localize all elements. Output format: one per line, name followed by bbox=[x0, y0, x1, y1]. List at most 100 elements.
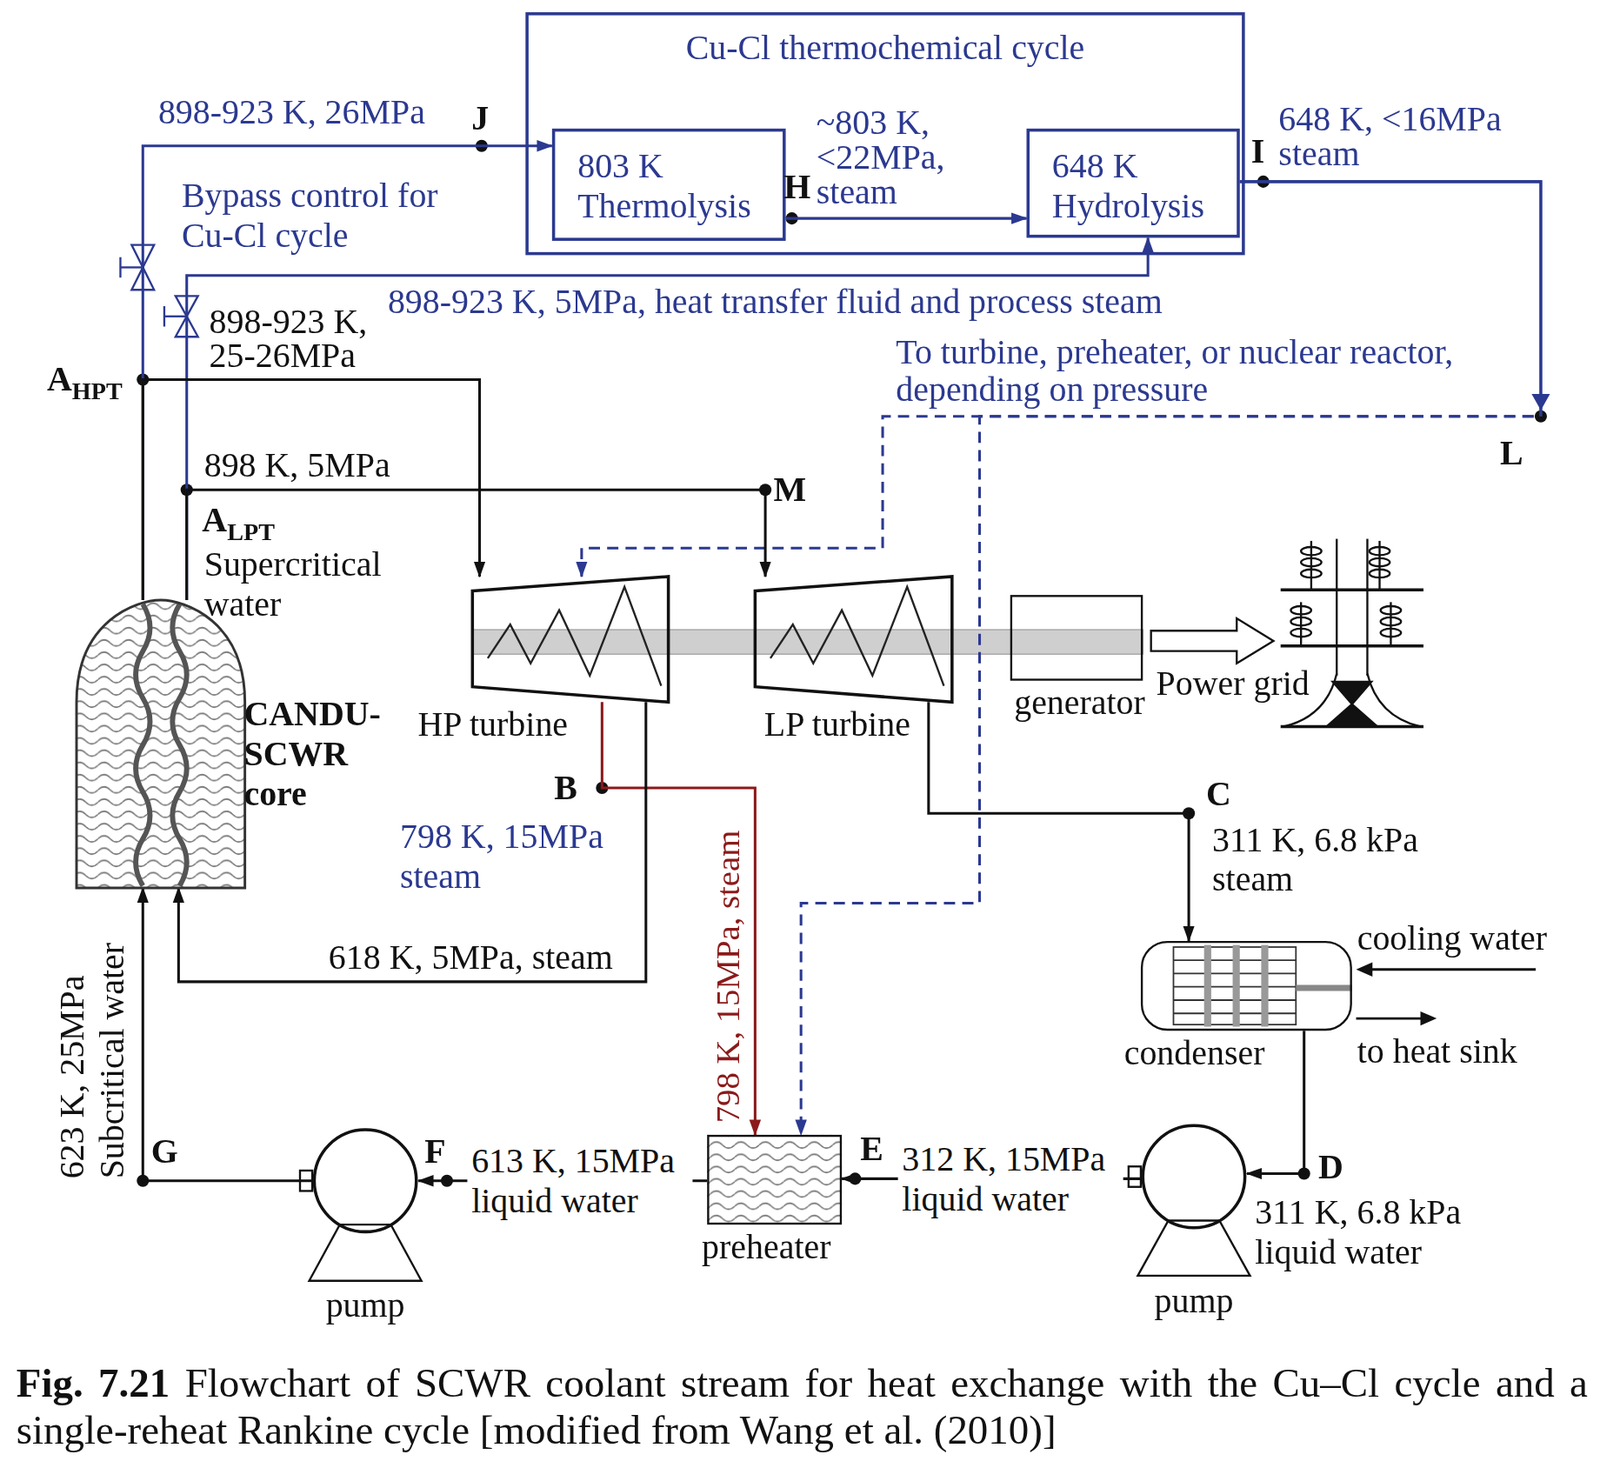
stream-condition: 311 K, 6.8 kPa steam bbox=[1212, 819, 1440, 900]
tower-brace bbox=[1333, 681, 1373, 705]
process-box: 648 K Hydrolysis bbox=[1026, 128, 1240, 239]
point-letter: J bbox=[471, 98, 489, 139]
trap-shape bbox=[472, 576, 668, 702]
insulator-disc bbox=[1380, 628, 1401, 637]
insulator-disc bbox=[1300, 546, 1321, 555]
node-label: pump bbox=[326, 1284, 406, 1325]
trap-shape bbox=[754, 576, 952, 702]
node-label: Cu-Cl thermochemical cycle bbox=[686, 27, 1086, 68]
insulator-rod bbox=[1389, 601, 1392, 646]
insulator-disc bbox=[1380, 617, 1401, 626]
turbine-outline bbox=[472, 576, 668, 702]
insulator-disc bbox=[1290, 628, 1311, 637]
point-letter: M bbox=[773, 469, 807, 510]
insulator-rod bbox=[1300, 601, 1302, 646]
node-label: generator bbox=[1013, 682, 1146, 723]
point-letter: C bbox=[1206, 773, 1232, 814]
turbine-blades bbox=[487, 586, 661, 687]
stream-condition: 898 K, 5MPa bbox=[204, 445, 391, 486]
stream-condition: 613 K, 15MPa liquid water bbox=[466, 1140, 692, 1221]
valve-handle bbox=[120, 266, 143, 268]
heat-sink-arrowhead bbox=[1420, 1011, 1437, 1026]
stream-condition: 898-923 K, 5MPa, heat transfer fluid and… bbox=[387, 281, 1163, 322]
core-hatch bbox=[76, 600, 246, 888]
valve-handle bbox=[164, 315, 187, 318]
state-points bbox=[136, 140, 1547, 1187]
pump: pump bbox=[1140, 1123, 1247, 1230]
valve-symbol bbox=[120, 245, 154, 291]
pump: pump bbox=[312, 1127, 419, 1234]
fuel-channel bbox=[135, 604, 150, 887]
valve-handle bbox=[119, 257, 121, 278]
insulator-disc bbox=[1369, 546, 1390, 555]
point-letter: I bbox=[1251, 130, 1266, 171]
subscript: LPT bbox=[226, 518, 275, 546]
flow-connector bbox=[142, 887, 313, 1181]
flow-connector bbox=[581, 181, 1541, 577]
point-letter: ALPT bbox=[201, 500, 275, 547]
circle-shape bbox=[312, 1127, 419, 1234]
node-label: pump bbox=[1154, 1280, 1234, 1321]
stream-note: to heat sink bbox=[1357, 1030, 1518, 1071]
figure-number: Fig. 7.21 bbox=[16, 1360, 170, 1407]
figure-caption: Fig. 7.21 Flowchart of SCWR coolant stre… bbox=[16, 1360, 1588, 1454]
insulator-disc bbox=[1290, 617, 1311, 626]
grid-label: Power grid bbox=[1156, 663, 1310, 704]
power-arrow bbox=[1151, 618, 1274, 664]
pump-nozzle bbox=[1128, 1166, 1141, 1187]
stream-condition: 898-923 K, 26MPa bbox=[158, 92, 426, 133]
letter: A bbox=[46, 360, 73, 398]
node-label: 803 K Thermolysis bbox=[577, 146, 774, 227]
flow-connector bbox=[142, 146, 553, 600]
tower-leg bbox=[1366, 673, 1420, 727]
insulator-disc bbox=[1369, 569, 1390, 578]
node-label: HP turbine bbox=[418, 704, 569, 745]
routing-note: To turbine, preheater, or nuclear reacto… bbox=[895, 333, 1493, 410]
stream-condition: 648 K, <16MPa steam bbox=[1278, 101, 1519, 172]
node-label: preheater bbox=[701, 1226, 831, 1267]
turbine: LP turbine bbox=[754, 576, 952, 702]
flow-connector bbox=[786, 217, 1027, 220]
stream-condition: 623 K, 25MPa Subcritical water bbox=[52, 911, 133, 1179]
turbine-outline bbox=[754, 576, 952, 702]
flow-connector bbox=[928, 701, 1189, 941]
dome-shape bbox=[76, 600, 246, 888]
tower-mast bbox=[1335, 539, 1338, 676]
flow-connector bbox=[601, 701, 755, 1135]
tower-brace bbox=[1326, 704, 1379, 727]
tube-plate bbox=[1233, 945, 1240, 1027]
tube-plate bbox=[1204, 945, 1212, 1027]
node-label: CANDU-SCWR core bbox=[243, 693, 397, 814]
stream-condition: 311 K, 6.8 kPa liquid water bbox=[1254, 1192, 1482, 1273]
point-letter: E bbox=[860, 1128, 884, 1169]
condenser: condenser bbox=[1140, 940, 1353, 1031]
core-outline bbox=[76, 600, 246, 888]
caption-body: Flowchart of SCWR coolant stream for hea… bbox=[16, 1360, 1588, 1454]
point-letter: D bbox=[1318, 1146, 1344, 1187]
stream-condition: 618 K, 5MPa, steam bbox=[328, 936, 614, 977]
stream-condition: 798 K, 15MPa, steam bbox=[709, 830, 749, 1124]
turbine: HP turbine bbox=[472, 576, 668, 702]
stream-condition: ~803 K, <22MPa, steam bbox=[816, 105, 960, 210]
insulator-disc bbox=[1300, 558, 1321, 567]
node-label: LP turbine bbox=[764, 704, 911, 745]
condenser-tubes bbox=[1173, 945, 1352, 1027]
stream-condition: 798 K, 15MPa steam bbox=[400, 816, 620, 897]
heat-sink-arrow bbox=[1356, 1017, 1426, 1020]
insulator-disc bbox=[1300, 569, 1321, 578]
turbine-blades bbox=[770, 586, 944, 687]
tower-mast bbox=[1366, 539, 1368, 676]
point-letter: F bbox=[424, 1130, 446, 1171]
process-box: 803 K Thermolysis bbox=[552, 128, 787, 241]
node-label: condenser bbox=[1124, 1033, 1266, 1074]
insulator-disc bbox=[1290, 606, 1311, 614]
stream-condition: 898-923 K, 25-26MPa bbox=[209, 304, 386, 374]
valve-handle bbox=[163, 306, 166, 327]
flow-connector bbox=[800, 181, 1541, 1135]
point-letter: L bbox=[1500, 433, 1524, 474]
tower-crossarm bbox=[1280, 588, 1424, 593]
partition bbox=[1295, 984, 1353, 991]
control-note: Bypass control for Cu-Cl cycle bbox=[181, 175, 453, 256]
stream-note: cooling water bbox=[1357, 918, 1547, 959]
